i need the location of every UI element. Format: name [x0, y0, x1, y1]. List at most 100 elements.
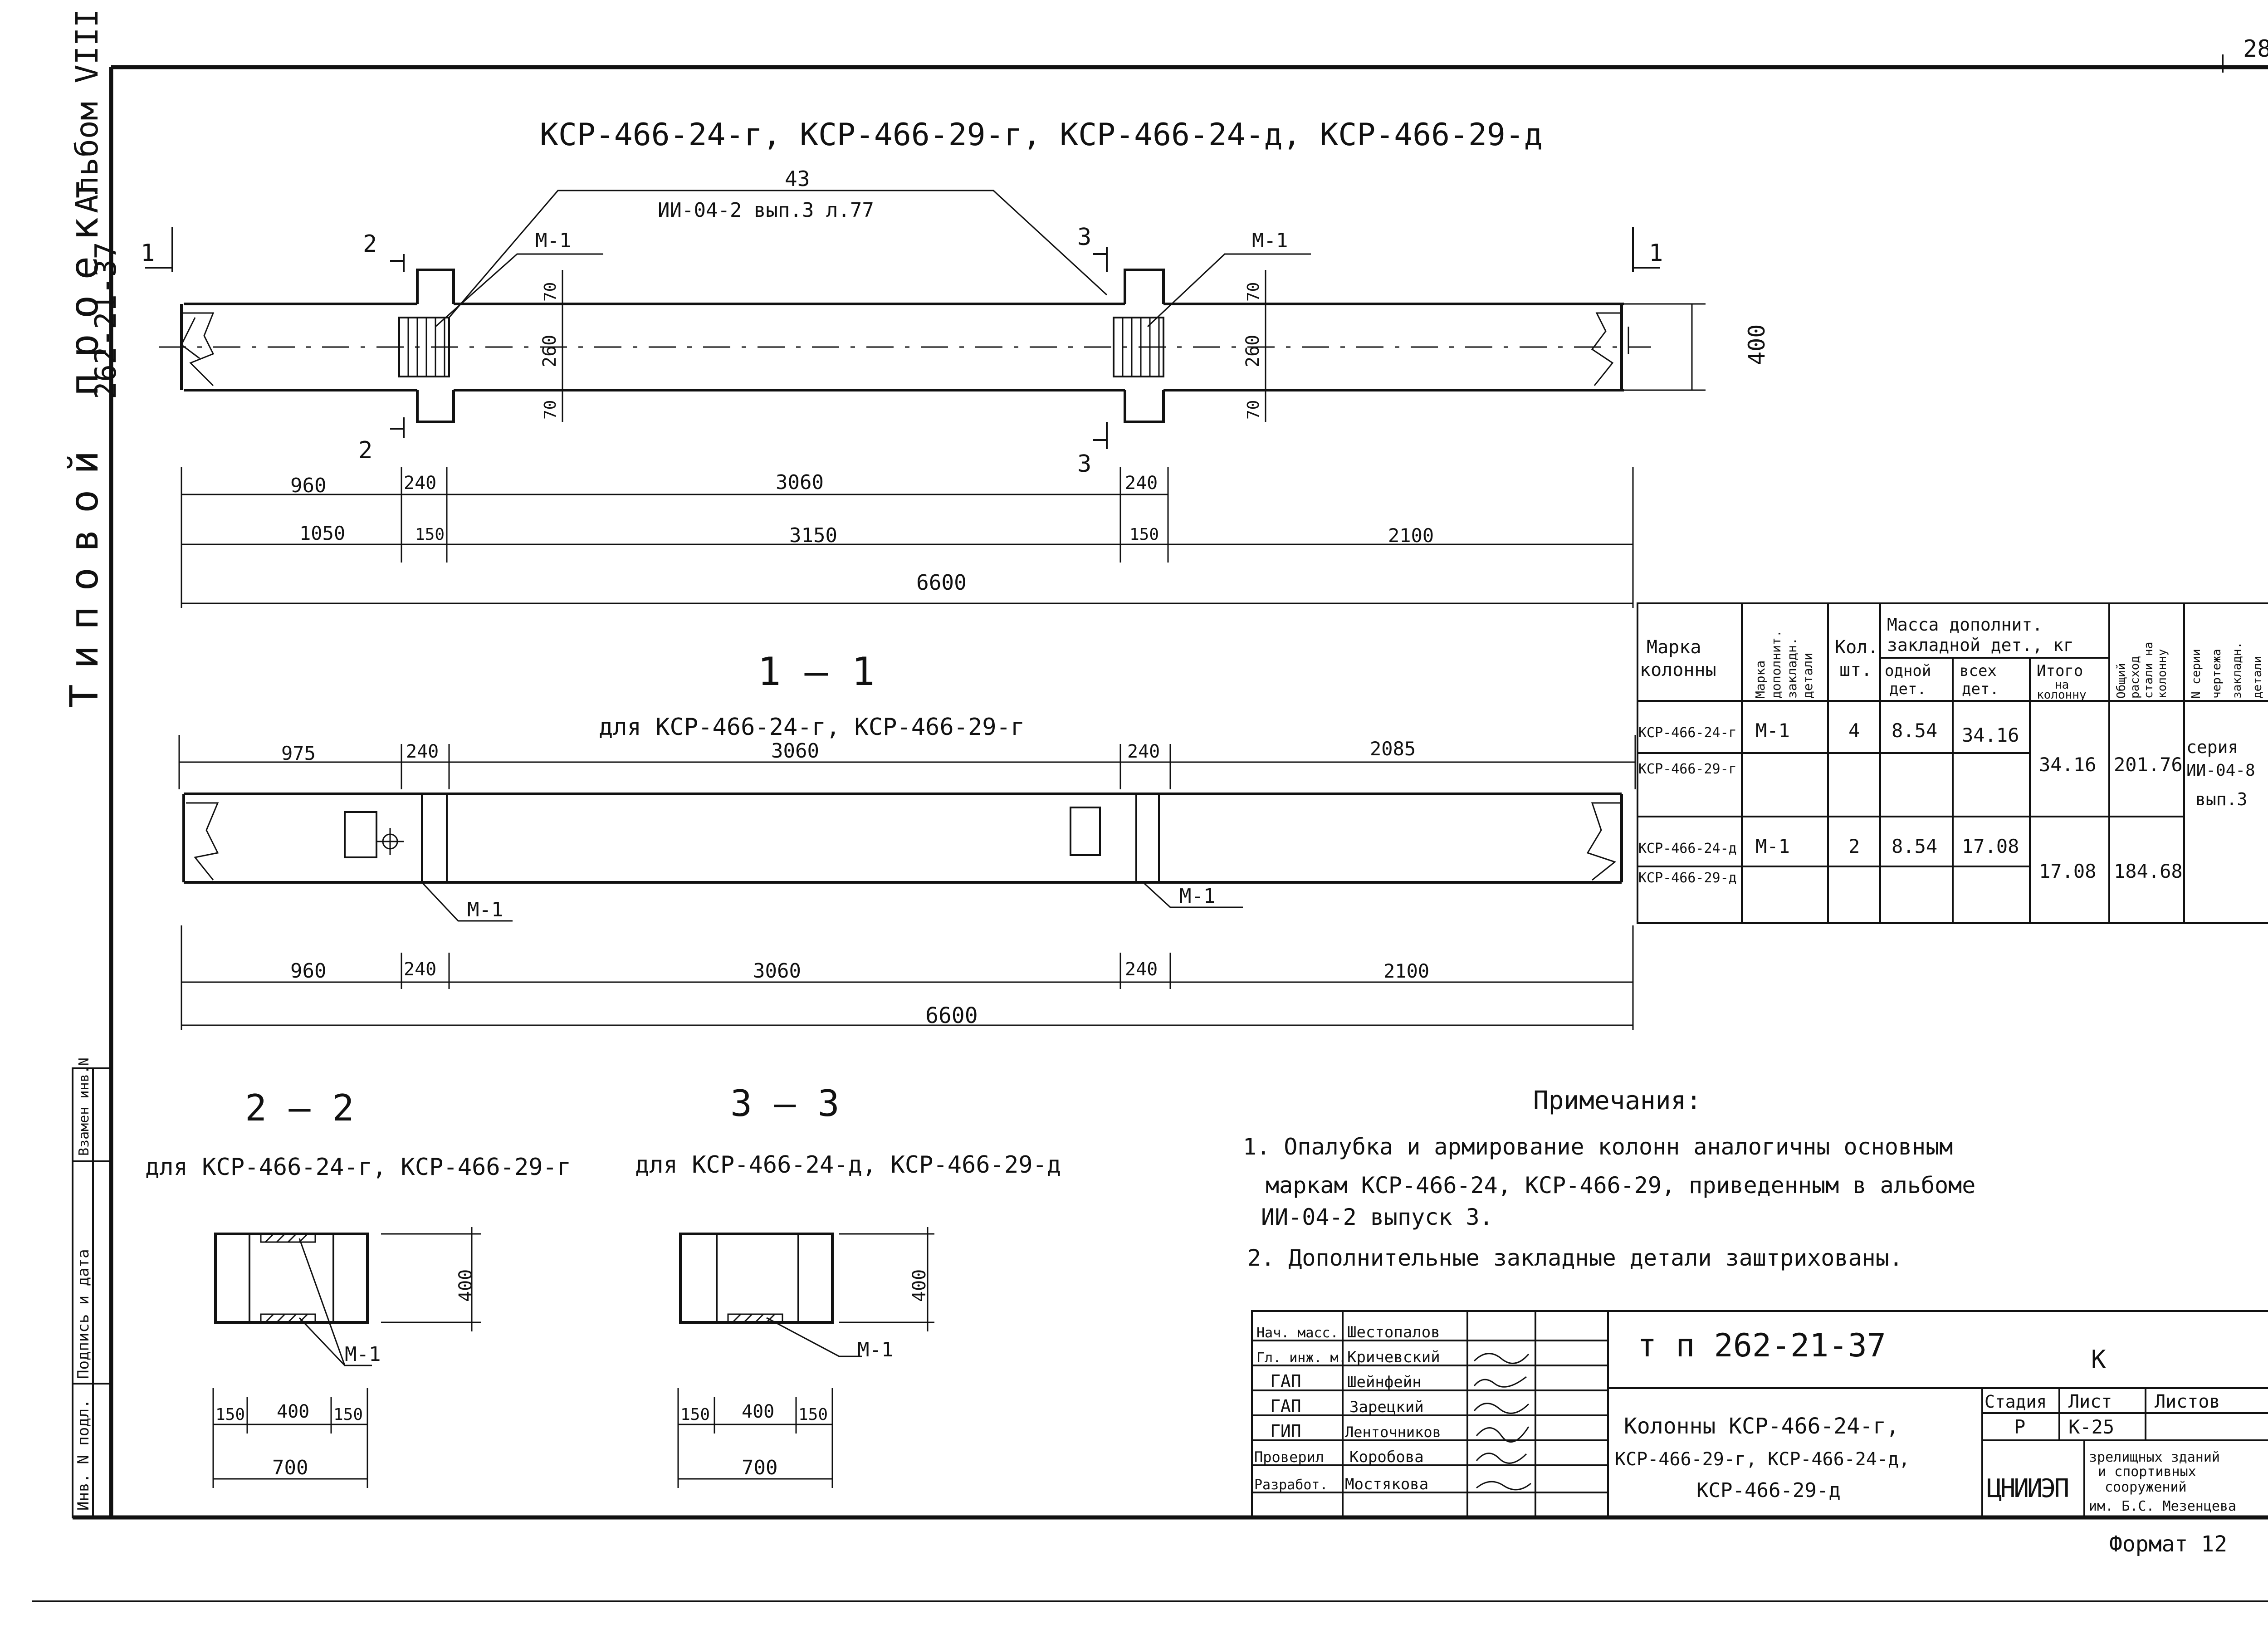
dim-22-700: 700: [272, 1456, 308, 1479]
th-series-2: чертежа: [2210, 649, 2224, 699]
dim-plan-960: 960: [290, 474, 326, 497]
dim-plan-3150: 3150: [789, 524, 837, 547]
replaced-inv-cell: Взамен инв.N: [76, 1057, 92, 1156]
section-1-1: 1 – 1 для КСР-466-24-г, КСР-466-29-г 975…: [178, 649, 1636, 1030]
section-2-2-height: 400: [455, 1269, 476, 1302]
dim-11b-240-left: 240: [404, 959, 436, 980]
th-all-2: дет.: [1962, 680, 1999, 698]
stage-value: Р: [2014, 1416, 2025, 1438]
role-5: Проверил: [1254, 1448, 1324, 1466]
notes-line-4: 2. Дополнительные закладные детали заштр…: [1247, 1245, 1903, 1271]
desc-line-1: Колонны КСР-466-24-г,: [1624, 1414, 1899, 1439]
role-1: Гл. инж. м.: [1256, 1350, 1347, 1366]
dim-plan-150-right: 150: [1129, 525, 1159, 544]
cut-3-top: 3: [1077, 224, 1091, 251]
sheets-header: Листов: [2155, 1391, 2220, 1412]
th-mass-2: закладной дет., кг: [1887, 635, 2074, 655]
sheet-header: Лист: [2068, 1391, 2112, 1412]
doc-letter: К: [2091, 1345, 2106, 1374]
section-3-3-subtitle: для КСР-466-24-д, КСР-466-29-д: [635, 1151, 1061, 1179]
dim-33-150-left: 150: [680, 1405, 710, 1424]
stage-header: Стадия: [1984, 1392, 2047, 1412]
section-2-2: 2 – 2 для КСР-466-24-г, КСР-466-29-г М-1…: [145, 1087, 571, 1488]
row2-mark-b: КСР-466-29-д: [1638, 870, 1737, 886]
dim-11b-6600: 6600: [925, 1003, 978, 1028]
dim-22-400: 400: [277, 1401, 309, 1422]
dim-plan-70-bottom-left: 70: [541, 400, 560, 420]
dim-11b-240-right: 240: [1125, 959, 1158, 980]
dim-plan-70-bottom-right: 70: [1244, 400, 1263, 420]
sheet-corner-number: 28: [2243, 35, 2268, 63]
org-logo: ЦНИИЭП: [1987, 1474, 2068, 1503]
dim-plan-260-left: 260: [539, 335, 560, 367]
dim-33-400: 400: [742, 1401, 774, 1422]
row1-total: 201.76: [2114, 753, 2183, 776]
row2-mass-all: 17.08: [1962, 835, 2019, 857]
row2-mark-a: КСР-466-24-д: [1638, 841, 1737, 856]
th-marka-2: колонны: [1640, 660, 1716, 680]
side-stamp-project: 262-21-37: [89, 242, 123, 399]
notes: Примечания: 1. Опалубка и армирование ко…: [1243, 1086, 1975, 1271]
th-marka-1: Марка: [1647, 637, 1701, 658]
ref-number: 43: [785, 166, 810, 191]
section-2-2-m1: М-1: [345, 1343, 381, 1366]
column-plan-view: 43 ИИ-04-2 вып.3 л.77: [141, 166, 1770, 608]
row2-total: 184.68: [2114, 860, 2183, 882]
th-total-3: стали на: [2142, 642, 2156, 699]
dim-plan-150-left: 150: [415, 525, 445, 544]
th-kol-2: шт.: [1839, 660, 1872, 680]
th-dop-3: закладн.: [1784, 637, 1799, 699]
side-stamp: Типовой проект 262-21-37 Альбом VIII Инв…: [62, 9, 123, 1518]
row1-detail: М-1: [1755, 719, 1790, 742]
row2-itog: 17.08: [2039, 860, 2096, 882]
th-itog-2: на: [2055, 678, 2069, 692]
dim-11b-960: 960: [290, 959, 326, 983]
cut-1-right: 1: [1649, 240, 1663, 267]
section-3-3: 3 – 3 для КСР-466-24-д, КСР-466-29-д М-1…: [635, 1082, 1061, 1488]
side-stamp-type: Типовой проект: [62, 163, 107, 708]
th-dop-2: дополнит.: [1769, 630, 1784, 699]
plan-m1-label-left: М-1: [535, 229, 571, 252]
notes-line-2: маркам КСР-466-24, КСР-466-29, приведенн…: [1266, 1172, 1975, 1199]
dim-plan-260-right: 260: [1242, 335, 1263, 367]
notes-title: Примечания:: [1533, 1086, 1701, 1115]
row2-detail: М-1: [1755, 835, 1790, 857]
dim-11b-3060: 3060: [753, 959, 801, 983]
section-2-2-title: 2 – 2: [245, 1087, 354, 1129]
th-itog-3: колонну: [2037, 688, 2087, 702]
org-line-2: и спортивных: [2098, 1464, 2196, 1480]
th-one-1: одной: [1885, 662, 1931, 680]
name-2: Шейнфейн: [1347, 1373, 1422, 1391]
row1-itog: 34.16: [2039, 753, 2096, 776]
section-1-1-m1-left: М-1: [467, 898, 503, 921]
doc-code: т п 262-21-37: [1637, 1327, 1886, 1364]
inv-number-cell: Инв. N подл.: [74, 1399, 93, 1511]
org-line-3: сооружений: [2105, 1479, 2187, 1495]
series-1: серия: [2186, 737, 2238, 757]
role-4: ГИП: [1270, 1421, 1301, 1441]
dim-33-150-right: 150: [798, 1405, 828, 1424]
th-series-1: N серии: [2190, 649, 2203, 699]
th-dop-1: Марка: [1753, 660, 1768, 699]
dim-plan-1050: 1050: [299, 522, 345, 544]
dim-plan-400: 400: [1744, 324, 1770, 365]
section-1-1-title: 1 – 1: [758, 649, 875, 695]
section-3-3-height: 400: [909, 1269, 930, 1302]
section-3-3-m1: М-1: [857, 1338, 893, 1361]
notes-line-3: ИИ-04-2 выпуск 3.: [1261, 1204, 1493, 1230]
section-1-1-m1-right: М-1: [1179, 885, 1215, 908]
name-3: Зарецкий: [1349, 1398, 1424, 1416]
th-total-4: колонну: [2156, 649, 2169, 699]
side-stamp-album: Альбом VIII: [69, 9, 105, 213]
name-6: Мостякова: [1345, 1475, 1428, 1493]
dim-plan-70-top-right: 70: [1244, 282, 1263, 302]
section-3-3-title: 3 – 3: [730, 1082, 840, 1125]
section-1-1-subtitle: для КСР-466-24-г, КСР-466-29-г: [599, 714, 1025, 741]
row1-mark-a: КСР-466-24-г: [1638, 725, 1737, 741]
name-5: Коробова: [1349, 1448, 1424, 1466]
th-all-1: всех: [1960, 662, 1997, 680]
dim-11-975: 975: [281, 742, 316, 764]
row1-mass-one: 8.54: [1892, 719, 1937, 742]
row2-count: 2: [1848, 835, 1860, 857]
